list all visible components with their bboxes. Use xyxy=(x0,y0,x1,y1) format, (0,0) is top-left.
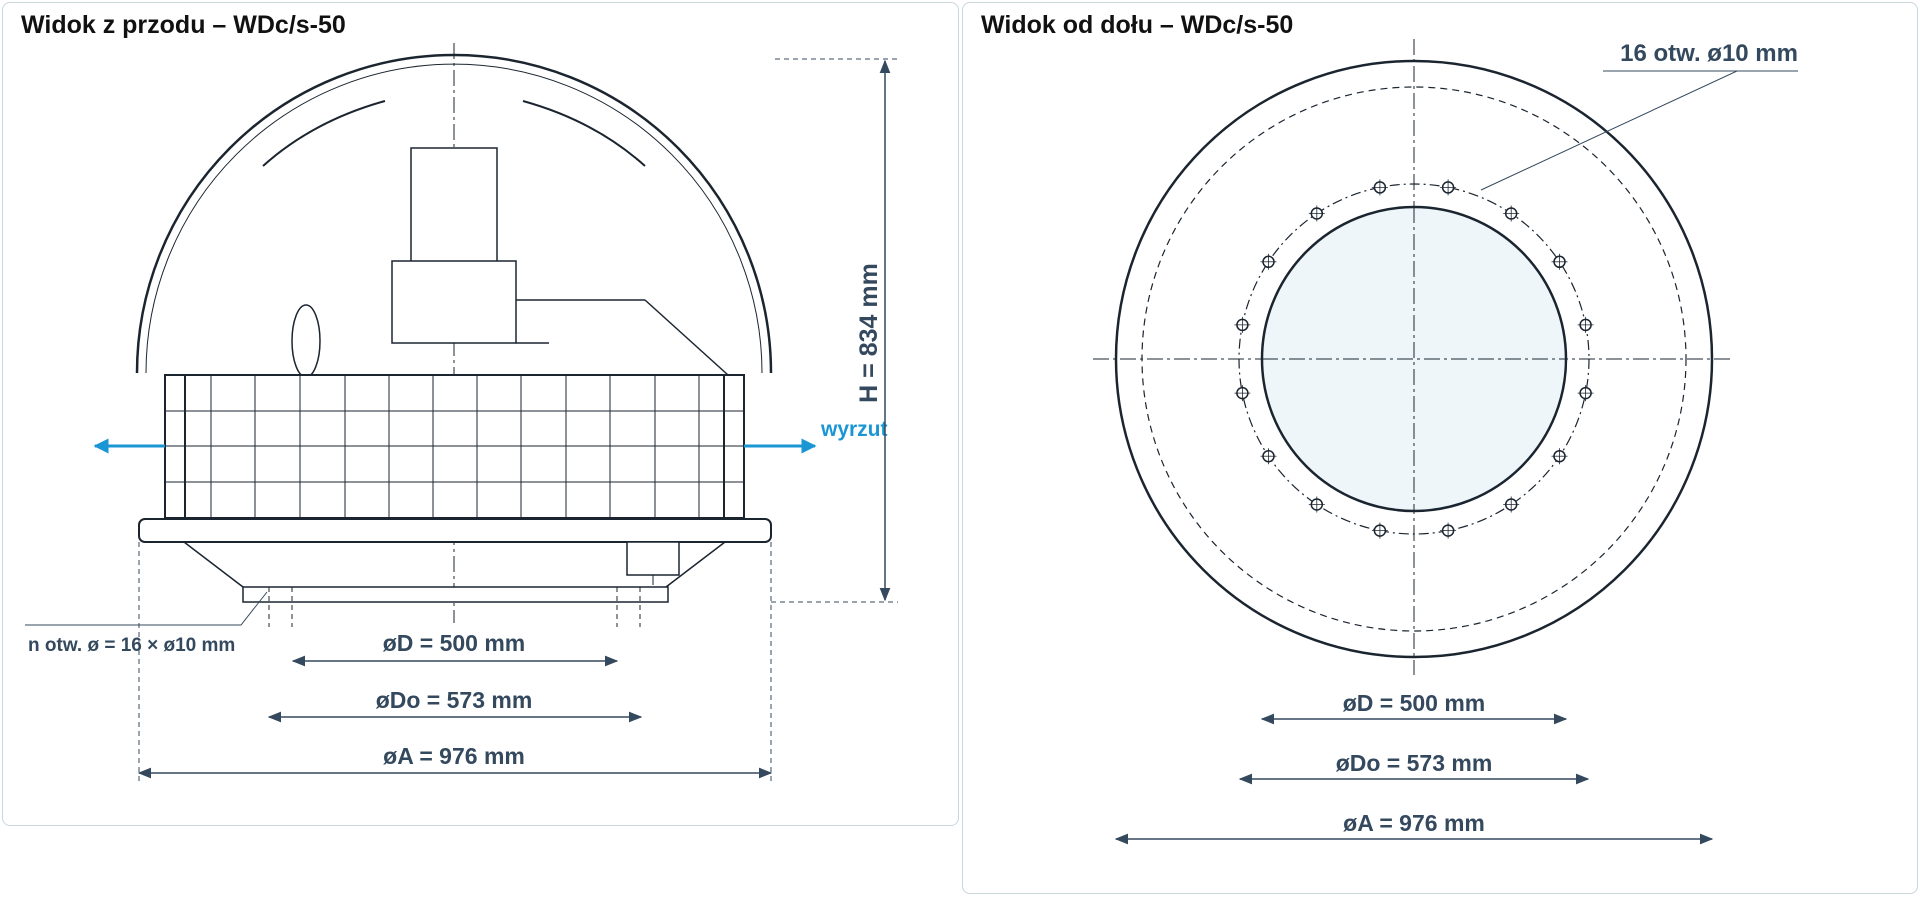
front-view-panel: Widok z przodu – WDc/s-50 xyxy=(2,2,959,826)
bolt-hole xyxy=(1308,496,1325,513)
bolt-hole xyxy=(1577,316,1594,333)
base-housing xyxy=(138,518,772,603)
holes-label: n otw. ø = 16 × ø10 mm xyxy=(28,635,235,656)
bottom-view-panel: Widok od dołu – WDc/s-50 16 otw. ø10 mm … xyxy=(962,2,1918,894)
bolt-hole xyxy=(1503,205,1520,222)
bolt-hole xyxy=(1551,253,1568,270)
outer-diameter-extensions xyxy=(138,542,772,783)
bolt-hole xyxy=(1371,522,1388,539)
motor xyxy=(391,147,729,376)
bolt-hole xyxy=(1308,205,1325,222)
outlet-label: wyrzut xyxy=(820,418,888,441)
bolt-hole xyxy=(1371,179,1388,196)
dim-label-D: øD = 500 mm xyxy=(383,630,526,656)
bottom-dim-label-D: øD = 500 mm xyxy=(1343,690,1486,716)
front-view-title: Widok z przodu – WDc/s-50 xyxy=(21,11,346,39)
height-dimension xyxy=(771,58,898,603)
bolt-hole xyxy=(1234,316,1251,333)
outer-circle xyxy=(1114,59,1714,659)
bolt-hole xyxy=(1440,179,1457,196)
bolt-hole xyxy=(1503,496,1520,513)
bolt-hole xyxy=(1260,253,1277,270)
bolt-hole xyxy=(1234,385,1251,402)
bottom-dim-label-A: øA = 976 mm xyxy=(1343,810,1485,836)
impeller-grid xyxy=(164,374,745,519)
dome xyxy=(135,53,773,374)
bolt-circle xyxy=(1238,183,1590,535)
height-label: H = 834 mm xyxy=(855,263,883,403)
dim-label-A: øA = 976 mm xyxy=(383,743,525,769)
flange-hole-projections xyxy=(268,587,641,627)
bolt-hole xyxy=(1577,385,1594,402)
bottom-view-title: Widok od dołu – WDc/s-50 xyxy=(981,11,1294,39)
dashed-circle xyxy=(1141,86,1687,632)
bottom-view-drawing: 16 otw. ø10 mm øD = 500 mm øDo = 573 mm … xyxy=(1093,39,1798,845)
holes-leader-line xyxy=(25,591,268,626)
cable-gland xyxy=(291,304,321,378)
bolt-hole xyxy=(1440,522,1457,539)
front-view-drawing: wyrzut H = 834 mm n otw. ø = 16 × ø10 mm xyxy=(25,43,898,783)
bolt-holes-leader-line xyxy=(1480,70,1798,191)
bolt-hole xyxy=(1551,448,1568,465)
bolt-hole xyxy=(1260,448,1277,465)
bottom-dim-label-Do: øDo = 573 mm xyxy=(1336,750,1493,776)
bolt-holes-label: 16 otw. ø10 mm xyxy=(1620,40,1798,67)
bolt-holes xyxy=(1234,179,1594,539)
dim-label-Do: øDo = 573 mm xyxy=(376,687,533,713)
